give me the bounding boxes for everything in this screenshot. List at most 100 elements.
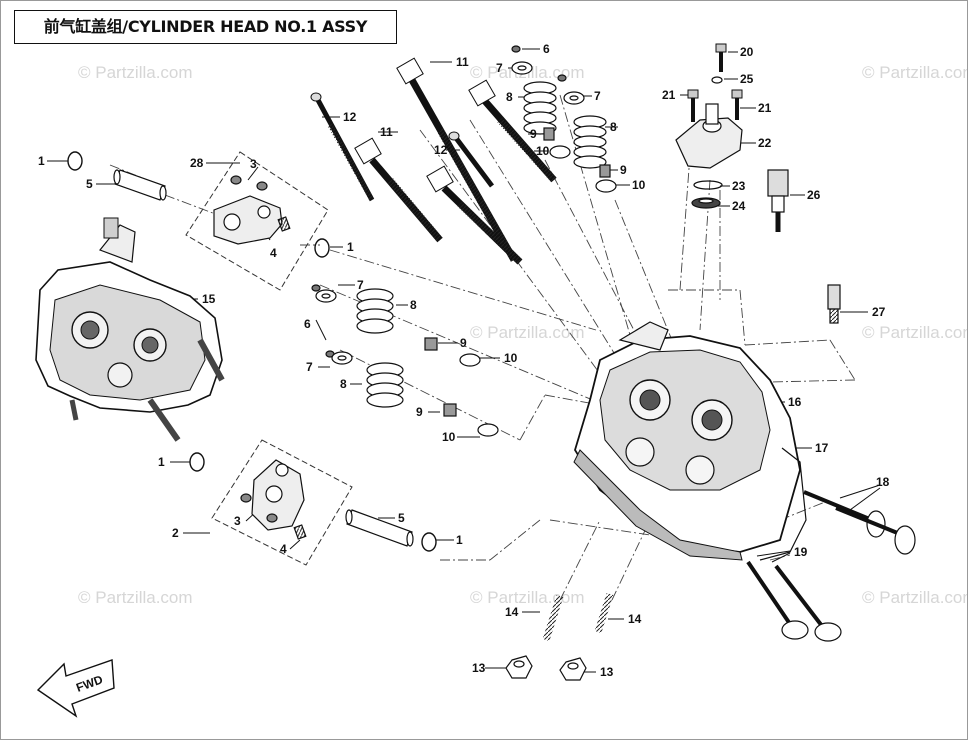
bolt-part-12 <box>448 131 494 188</box>
callout: 10 <box>442 430 456 444</box>
callout: 28 <box>190 156 204 170</box>
callout: 11 <box>380 125 393 139</box>
valve-spring-part-8 <box>573 115 607 169</box>
bolt-part-11 <box>426 165 523 265</box>
callout: 14 <box>628 612 642 626</box>
valve-spring-part-8 <box>366 362 404 408</box>
cylinder-head-part-16 <box>573 321 801 561</box>
valve-part-19 <box>746 560 842 642</box>
callout: 1 <box>347 240 354 254</box>
watermark: © Partzilla.com <box>78 63 193 82</box>
callout: 12 <box>434 143 448 157</box>
callout: 6 <box>304 317 311 331</box>
callout: 4 <box>280 542 287 556</box>
callout: 8 <box>340 377 347 391</box>
callout: 24 <box>732 199 746 213</box>
callout-labels: 1 5 28 3 4 1 15 12 11 11 12 6 7 8 7 9 10… <box>38 42 890 679</box>
bolt-part-21 <box>731 89 743 120</box>
water-outlet-part-22 <box>675 103 743 169</box>
callout: 12 <box>343 110 357 124</box>
callout: 9 <box>416 405 423 419</box>
callout: 1 <box>38 154 45 168</box>
callout: 3 <box>250 157 257 171</box>
callout: 7 <box>496 61 503 75</box>
rocker-arm-assy-part-28 <box>213 175 291 245</box>
callout: 8 <box>506 90 513 104</box>
small-parts-middle <box>311 284 499 437</box>
callout: 10 <box>504 351 518 365</box>
callout: 10 <box>536 144 550 158</box>
callout: 26 <box>807 188 821 202</box>
gasket-part-17 <box>759 447 807 561</box>
thermostat-part-24 <box>691 197 721 209</box>
callout: 9 <box>620 163 627 177</box>
callout: 7 <box>306 360 313 374</box>
callout: 18 <box>876 475 890 489</box>
callout: 5 <box>86 177 93 191</box>
bolt-part-11 <box>354 137 443 243</box>
washer-part-25 <box>711 76 723 84</box>
pin-part-5 <box>113 169 167 201</box>
callout: 13 <box>600 665 614 679</box>
valve-spring-part-8 <box>356 288 394 334</box>
callout: 10 <box>632 178 646 192</box>
small-parts-top <box>511 45 617 193</box>
callout: 1 <box>456 533 463 547</box>
bolt-part-11 <box>396 57 518 262</box>
spark-plug-part-27 <box>827 284 841 324</box>
callout: 8 <box>610 120 617 134</box>
callout: 7 <box>594 89 601 103</box>
callout: 21 <box>662 88 676 102</box>
group-boxes <box>185 151 353 566</box>
callout: 6 <box>543 42 550 56</box>
callout: 23 <box>732 179 746 193</box>
callout: 14 <box>505 605 519 619</box>
callout: 25 <box>740 72 754 86</box>
cylinder-head-left-part-15 <box>35 217 225 442</box>
bolt-part-12 <box>310 92 375 202</box>
callout: 9 <box>530 127 537 141</box>
callout: 17 <box>815 441 829 455</box>
callout: 3 <box>234 514 241 528</box>
forward-arrow-icon: FWD <box>36 659 115 718</box>
callout: 13 <box>472 661 486 675</box>
o-ring-part-1 <box>314 238 330 258</box>
callout: 16 <box>788 395 802 409</box>
callout: 2 <box>172 526 179 540</box>
callout: 9 <box>460 336 467 350</box>
callout: 21 <box>758 101 772 115</box>
callout: 1 <box>158 455 165 469</box>
watermark: © Partzilla.com <box>470 323 585 342</box>
watermark: © Partzilla.com <box>862 63 968 82</box>
title-box: 前气缸盖组/CYLINDER HEAD NO.1 ASSY <box>14 10 397 44</box>
gasket-part-23 <box>693 180 723 190</box>
callout: 4 <box>270 246 277 260</box>
watermark: © Partzilla.com <box>78 588 193 607</box>
callout: 19 <box>794 545 808 559</box>
watermark: © Partzilla.com <box>862 588 968 607</box>
o-ring-part-1 <box>67 151 83 171</box>
callout: 11 <box>456 55 469 69</box>
bolt-part-21 <box>687 89 699 122</box>
callout: 15 <box>202 292 216 306</box>
temperature-sensor-part-26 <box>767 169 789 232</box>
rocker-arm-assy-part-2 <box>240 459 307 540</box>
watermark: © Partzilla.com <box>862 323 968 342</box>
callout: 8 <box>410 298 417 312</box>
callout: 20 <box>740 45 754 59</box>
bolt-part-11 <box>468 79 557 183</box>
nut-part-13 <box>505 655 587 681</box>
callout: 22 <box>758 136 772 150</box>
stud-part-14 <box>542 592 614 642</box>
valve-part-18 <box>803 490 916 555</box>
callout: 5 <box>398 511 405 525</box>
callout: 27 <box>872 305 886 319</box>
pin-part-5 <box>345 509 414 547</box>
diagram-title: 前气缸盖组/CYLINDER HEAD NO.1 ASSY <box>43 17 368 36</box>
o-ring-part-1 <box>189 452 437 552</box>
bolt-part-20 <box>715 43 727 72</box>
callout: 7 <box>357 278 364 292</box>
